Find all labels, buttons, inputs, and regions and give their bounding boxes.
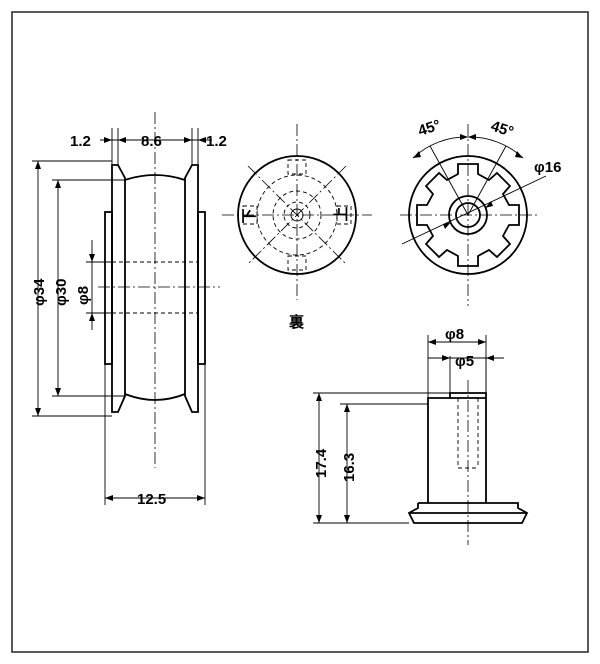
back-mark-right: 上	[332, 206, 350, 221]
axle-base-flange	[407, 502, 529, 524]
front-hub-circle	[448, 195, 488, 235]
phi16-leader	[401, 175, 547, 245]
back-hidden-tooth	[287, 159, 307, 175]
arrow	[485, 201, 493, 208]
back-hidden-tooth	[336, 205, 352, 225]
arrow	[486, 355, 494, 361]
dim-axle-base-dia: φ8	[445, 326, 464, 343]
angle-arc-left	[412, 136, 469, 159]
arrow	[478, 339, 486, 345]
arrow	[89, 254, 95, 262]
right-flange	[184, 164, 199, 413]
roller-bottom-curve	[124, 393, 186, 401]
roller-top-curve	[124, 174, 186, 181]
right-hub-strip	[197, 211, 206, 365]
dim-outer-dia: φ34	[31, 278, 48, 306]
back-mark-left: 下	[240, 208, 258, 223]
dim-bore-dia: φ8	[75, 286, 92, 305]
front-outer-circle	[408, 155, 528, 275]
arrow	[428, 339, 436, 345]
left-hub-strip	[104, 211, 113, 365]
arrow	[344, 404, 350, 412]
arrow	[184, 137, 192, 143]
arrow	[198, 137, 206, 143]
angle-left-label: 45°	[416, 117, 443, 140]
arrow	[35, 408, 41, 416]
back-view-caption: 裏	[288, 313, 305, 331]
arrow	[460, 134, 468, 140]
arrow	[468, 134, 476, 140]
back-view: 下 上 裏	[222, 124, 372, 331]
arrow	[55, 388, 61, 396]
arrow	[316, 515, 322, 523]
dim-hub-dia: φ16	[534, 159, 561, 176]
dim-axle-total-height: 17.4	[313, 448, 330, 478]
dim-width-mid: 8.6	[141, 133, 162, 150]
dim-right-flange: 1.2	[206, 133, 227, 150]
arrow	[316, 393, 322, 401]
dim-axle-body-height: 16.3	[341, 453, 358, 482]
front-gear-outline	[416, 163, 520, 267]
back-hidden-circle-inner	[283, 201, 311, 229]
arrow	[118, 137, 126, 143]
back-center-circle	[290, 208, 304, 222]
arrow	[413, 151, 421, 158]
arrow	[105, 495, 113, 501]
front-bore-circle	[455, 202, 481, 228]
arrow	[35, 161, 41, 169]
front-view: 45° 45° φ16	[400, 117, 561, 306]
axle-view: φ8 φ5 17.4 16.3	[313, 326, 529, 545]
axle-body	[427, 392, 487, 503]
arrow	[55, 180, 61, 188]
arrow	[89, 313, 95, 321]
arrow	[344, 515, 350, 523]
dim-axle-pin-dia: φ5	[455, 353, 474, 370]
arrow	[442, 355, 450, 361]
arrow	[197, 495, 205, 501]
left-flange	[111, 164, 126, 413]
side-view: 1.2 8.6 1.2 φ34 φ30 φ8 12.5	[31, 112, 227, 508]
back-hidden-circle-outer	[256, 174, 338, 256]
front-angle-ray-right	[467, 145, 507, 216]
dim-total-width: 12.5	[137, 491, 166, 508]
back-centerline-d2	[247, 165, 347, 265]
angle-arc-right	[467, 136, 524, 159]
arrow	[443, 222, 451, 229]
arrow	[104, 137, 112, 143]
front-angle-ray-left	[429, 145, 469, 216]
back-hidden-tooth	[242, 205, 258, 225]
back-hidden-tooth	[287, 255, 307, 271]
arrow	[515, 151, 523, 158]
dim-left-flange: 1.2	[70, 133, 91, 150]
back-outer-circle	[237, 155, 357, 275]
drawing-frame	[11, 11, 589, 653]
angle-right-label: 45°	[489, 118, 516, 141]
back-hidden-circle-mid	[272, 190, 322, 240]
dim-roller-dia: φ30	[53, 279, 70, 306]
